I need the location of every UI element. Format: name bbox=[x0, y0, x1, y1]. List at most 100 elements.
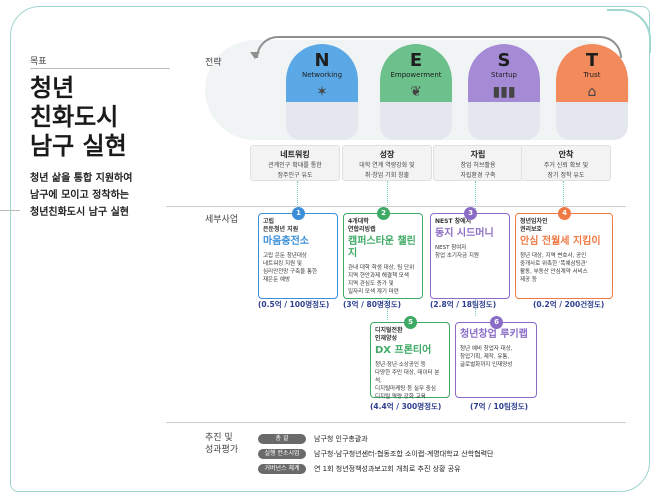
goal-title-line: 청년 bbox=[30, 74, 75, 102]
pillar-letter: T bbox=[585, 50, 599, 71]
strategy-section-label: 전략 bbox=[205, 58, 222, 68]
project-budget: (7억 / 10팀정도) bbox=[470, 402, 529, 411]
goal-subtitle-line: 청년 삶을 통합 지원하여 bbox=[30, 173, 133, 184]
project-category: 연합리빙랩 bbox=[348, 226, 376, 233]
arrow-head-icon bbox=[250, 52, 260, 59]
project-desc-line: 디지털마케팅 등 실무 중심 bbox=[375, 386, 436, 392]
project-category: 인재양성 bbox=[375, 335, 398, 342]
project-desc-line: 창업 초기자금 지원 bbox=[435, 253, 479, 259]
pillar-cap bbox=[556, 44, 628, 102]
project-category: 고립 bbox=[263, 218, 275, 225]
project-number-badge: 1 bbox=[292, 207, 305, 220]
promotion-label-line: 성과평가 bbox=[205, 445, 239, 455]
goal-subtitle-line: 남구에 모이고 정착하는 bbox=[30, 190, 129, 201]
project-desc-line: 청년·장년·소상공인 등 bbox=[375, 362, 426, 368]
project-desc-line: 중개사로 위촉한 '똑예삼팅관' bbox=[520, 261, 588, 267]
promotion-text: 남구청-남구청년센터-협동조합 소이랩-계명대학교 산학협력단 bbox=[314, 450, 494, 458]
pillar-word: Startup bbox=[491, 71, 517, 79]
divider bbox=[0, 210, 20, 211]
project-name: 캠퍼스타운 챌린지 bbox=[348, 236, 416, 259]
project-number-badge: 5 bbox=[404, 316, 417, 329]
project-category: 청년임차인 bbox=[520, 218, 548, 225]
project-desc-line: 지역 관심도 증가 및 bbox=[348, 281, 394, 287]
house-icon: ⌂ bbox=[587, 84, 597, 100]
strategy-title: 자립 bbox=[470, 150, 486, 159]
project-desc-line: 심리안전망 구축을 통한 bbox=[263, 269, 318, 275]
pillar-cap bbox=[468, 44, 540, 102]
project-budget: (0.5억 / 100명정도) bbox=[258, 300, 330, 309]
project-desc-line: 관내 대학 학생 대상, 팀 단위 bbox=[348, 265, 415, 271]
project-category: NEST 창에지 bbox=[435, 218, 472, 225]
strategy-desc: 관계인구 확대를 통한 bbox=[268, 162, 322, 169]
project-budget: (2.8억 / 18팀정도) bbox=[430, 300, 497, 309]
projects-section-label: 세부사업 bbox=[205, 215, 239, 225]
project-desc-line: 청년 예비 창업자 대상, bbox=[460, 346, 513, 352]
pillar-letter: N bbox=[314, 50, 330, 71]
project-desc-line: 글로벌화까지 인재양성 bbox=[460, 362, 513, 368]
pillar-letter: E bbox=[409, 50, 423, 71]
goal-subtitle-line: 청년친화도시 남구 실현 bbox=[30, 207, 129, 218]
connector-line bbox=[475, 181, 476, 209]
promotion-text: 연 1회 청년정책성과보고회 개최로 추진 상황 공유 bbox=[314, 465, 461, 473]
project-number-badge: 6 bbox=[490, 316, 503, 329]
project-budget: (3억 / 80명정도) bbox=[343, 300, 402, 309]
goal-title: 청년 친화도시 남구 실현 bbox=[30, 74, 180, 161]
project-category: 권리보호 bbox=[520, 226, 543, 233]
pillar-word: Trust bbox=[583, 71, 601, 79]
project-name: 마음충전소 bbox=[263, 236, 309, 247]
project-desc-line: 재은둔 예방 bbox=[263, 277, 291, 283]
project-number-badge: 4 bbox=[558, 207, 571, 220]
project-number-badge: 2 bbox=[377, 207, 390, 220]
strategy-desc: 자립환경 구축 bbox=[460, 172, 496, 179]
project-desc-line: 창업기획, 제작, 유통, bbox=[460, 354, 510, 360]
strategy-desc: 취·창업 기회 창출 bbox=[364, 172, 410, 179]
project-desc-line: 활동, 부동산 안심계약 서비스 bbox=[520, 269, 588, 275]
strategy-desc: 정주인구 유도 bbox=[277, 172, 313, 179]
strategy-desc: 장기 정착 유도 bbox=[547, 172, 585, 179]
network-icon: ✶ bbox=[316, 84, 328, 100]
connector-line bbox=[297, 181, 298, 209]
strategy-title: 안착 bbox=[558, 150, 574, 159]
project-budget: (4.4억 / 300명정도) bbox=[370, 402, 442, 411]
divider bbox=[166, 206, 626, 207]
project-category: 4개대학 bbox=[348, 218, 369, 225]
project-desc-line: NEST 참여자 bbox=[435, 245, 467, 251]
promotion-tag: 실행 컨소시엄 bbox=[258, 449, 306, 459]
connector-line bbox=[563, 181, 564, 209]
project-category: 은둔청년 지원 bbox=[263, 226, 299, 233]
connector-line bbox=[387, 298, 388, 320]
project-desc-line: 제공 등 bbox=[520, 277, 537, 283]
connector-line bbox=[475, 298, 476, 316]
promotion-tag: 거버넌스 체계 bbox=[258, 464, 306, 474]
project-desc-line: 다양한 주민 대상, 데이터 분석, bbox=[375, 370, 440, 384]
promotion-label-line: 추진 및 bbox=[205, 433, 233, 443]
project-name: 청년창업 루키랩 bbox=[460, 329, 528, 340]
goal-subtitle: 청년 삶을 통합 지원하여 남구에 모이고 정착하는 청년친화도시 남구 실현 bbox=[30, 170, 180, 221]
growth-chart-icon: ▮▮▮ bbox=[492, 84, 516, 100]
divider bbox=[30, 68, 170, 69]
project-name: 안심 전월세 지킴이 bbox=[520, 236, 601, 247]
strategy-title: 성장 bbox=[379, 150, 395, 159]
strategy-desc: 대학 연계 역량강화 및 bbox=[359, 162, 415, 169]
project-desc-line: 디지털 역량 강화 교육 bbox=[375, 394, 426, 400]
corner-decoration bbox=[607, 9, 651, 53]
goal-title-line: 남구 실현 bbox=[30, 132, 127, 160]
promotion-text: 남구청 인구총괄과 bbox=[314, 435, 368, 443]
strategy-title: 네트워킹 bbox=[280, 150, 310, 159]
project-description: 청년 예비 창업자 대상, 창업기획, 제작, 유통, 글로벌화까지 인재양성 bbox=[460, 345, 532, 369]
plant-icon: ❦ bbox=[410, 84, 422, 100]
